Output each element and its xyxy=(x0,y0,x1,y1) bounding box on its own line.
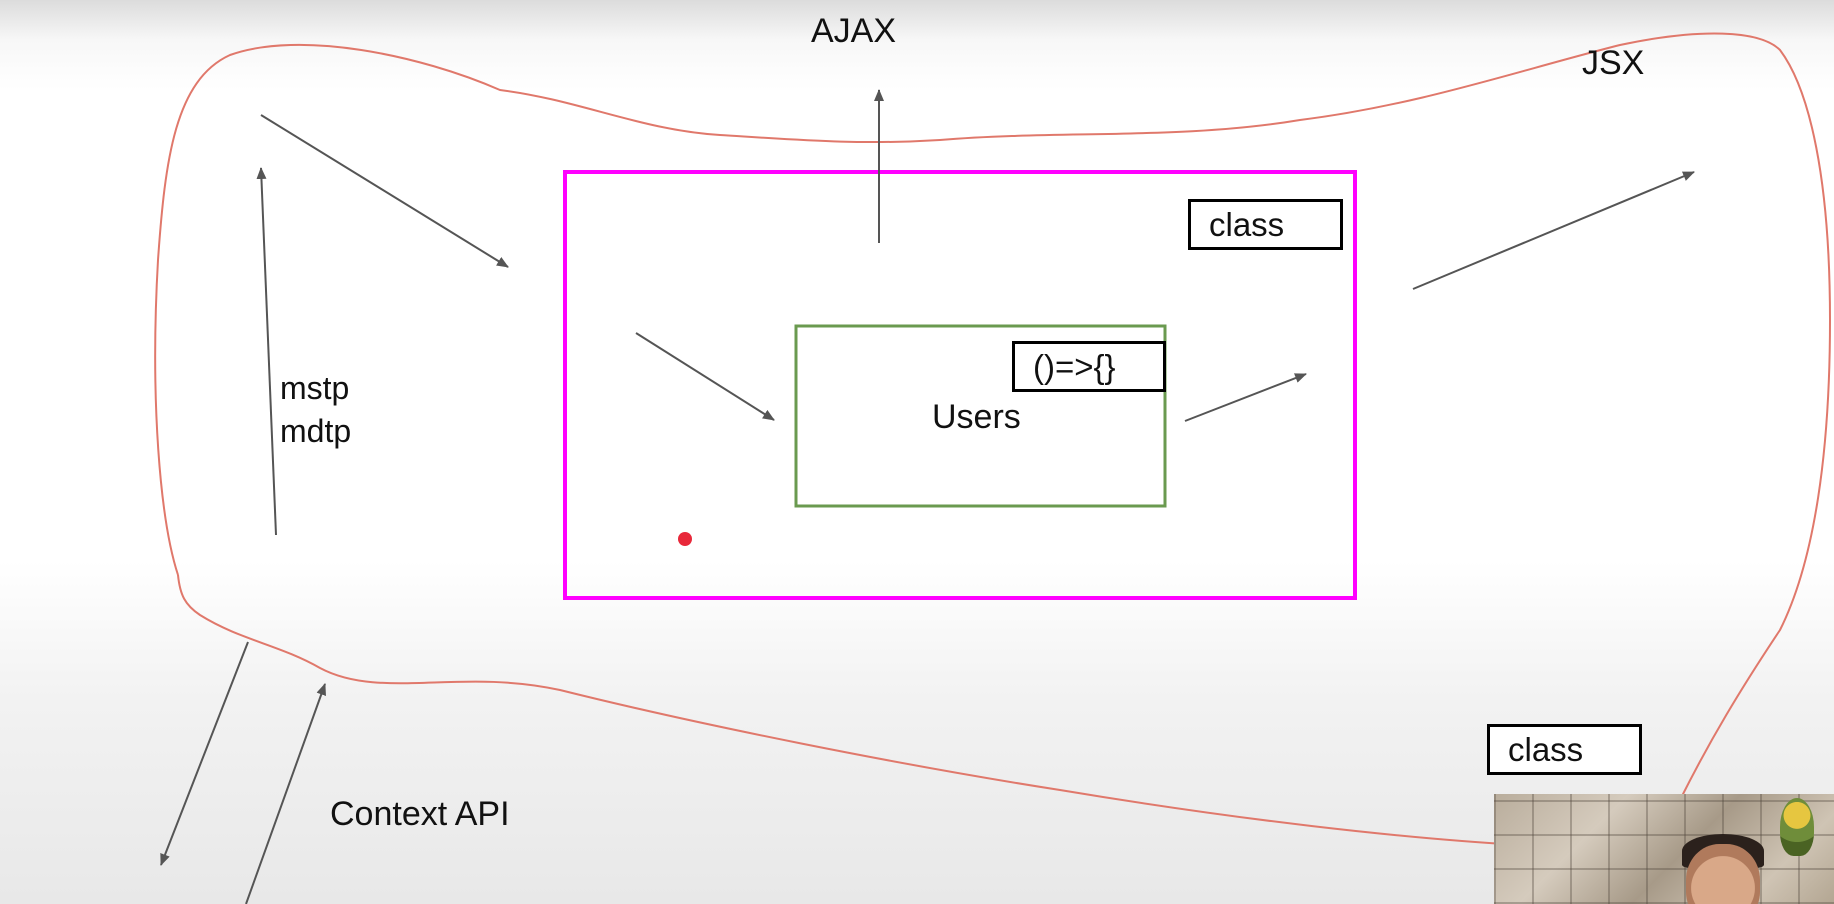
redux-scope-outline xyxy=(154,32,1832,847)
plant-decoration xyxy=(1780,798,1814,856)
class-box-bottom: class xyxy=(1487,724,1642,775)
arrow-top-left-in xyxy=(260,114,509,268)
pointer-dot xyxy=(678,532,692,546)
arrow-context-down xyxy=(160,641,249,866)
class-box-top: class xyxy=(1188,199,1343,250)
arrow-mstp-up xyxy=(256,167,277,536)
container-box xyxy=(563,170,1357,600)
users-component-box xyxy=(794,324,1167,508)
presenter-face xyxy=(1686,844,1760,904)
mdtp-label: mdtp xyxy=(280,413,352,449)
arrow-to-jsx xyxy=(1412,171,1695,290)
arrow-function-box: ()=>{} xyxy=(1012,341,1166,392)
arrow-context-up xyxy=(245,683,326,904)
ajax-label: AJAX xyxy=(811,12,897,50)
users-label: Users xyxy=(932,398,1021,436)
presenter-webcam xyxy=(1494,794,1834,904)
jsx-label: JSX xyxy=(1582,44,1645,82)
context-api-label: Context API xyxy=(330,795,510,833)
arrow-out-of-users xyxy=(1184,373,1307,422)
arrow-into-users xyxy=(635,332,775,421)
mstp-label: mstp xyxy=(280,370,350,406)
